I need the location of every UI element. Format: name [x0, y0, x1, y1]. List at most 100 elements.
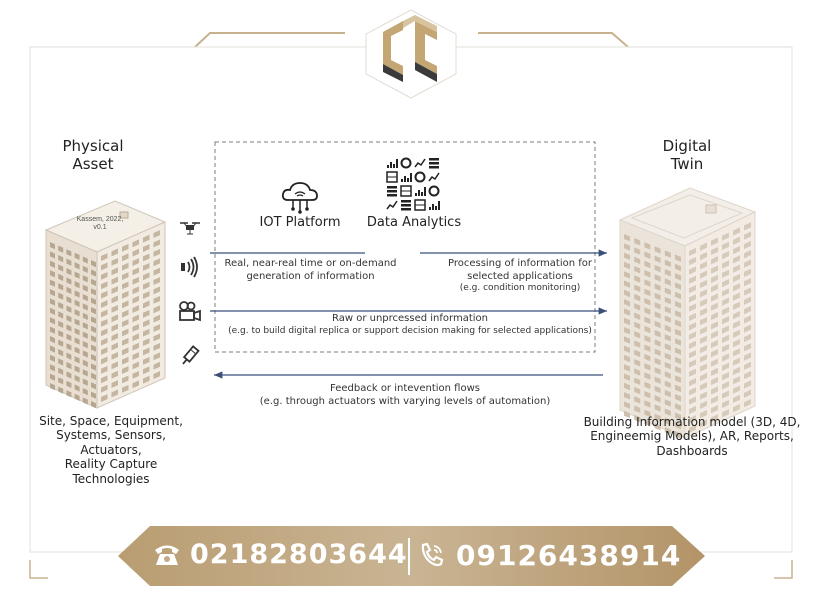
physical-asset-caption: Site, Space, Equipment, Systems, Sensors…: [39, 414, 183, 486]
camera-icon: [178, 300, 202, 327]
building-window: [644, 391, 651, 399]
building-window: [101, 337, 108, 346]
building-window: [654, 292, 661, 301]
building-window: [132, 352, 139, 360]
building-window: [50, 307, 55, 315]
building-window: [711, 404, 718, 414]
building-window: [153, 333, 160, 342]
building-window: [132, 239, 139, 248]
building-window: [722, 399, 729, 409]
building-window: [722, 353, 729, 362]
building-window: [700, 279, 707, 289]
building-window: [744, 315, 751, 324]
building-window: [654, 357, 661, 366]
building-window: [111, 389, 118, 398]
building-window: [675, 328, 681, 337]
building-window: [634, 331, 641, 339]
building-window: [132, 276, 139, 285]
building-window: [664, 315, 671, 323]
building-window: [66, 390, 72, 398]
building-window: [644, 353, 651, 362]
building-window: [744, 287, 751, 296]
building-window: [50, 326, 55, 334]
building-window: [101, 290, 108, 299]
building-window: [624, 336, 630, 344]
building-window: [744, 222, 751, 231]
building-window: [101, 356, 108, 365]
building-window: [122, 337, 129, 346]
building-window: [153, 239, 160, 248]
building-window: [664, 324, 671, 333]
building-window: [733, 357, 740, 366]
building-window: [722, 297, 729, 306]
building-window: [675, 375, 681, 383]
building-window: [122, 243, 129, 252]
building-window: [143, 300, 150, 309]
building-window: [74, 375, 80, 383]
building-window: [654, 302, 661, 310]
building-window: [91, 401, 96, 409]
phone-number-mobile[interactable]: 09126438914: [456, 539, 682, 572]
building-window: [132, 370, 139, 379]
building-window: [82, 369, 88, 377]
building-window: [644, 242, 651, 250]
signal-icon: [178, 256, 200, 283]
phone-icon: [152, 541, 182, 572]
building-window: [58, 311, 64, 319]
building-window: [664, 287, 671, 296]
phone-number-landline[interactable]: 02182803644: [190, 539, 408, 570]
building-window: [153, 342, 160, 351]
realtime-flow-label: Real, near-real time or on-demand genera…: [224, 258, 397, 282]
building-window: [624, 327, 630, 335]
building-window: [111, 304, 118, 313]
building-window: [82, 397, 88, 405]
building-window: [111, 342, 118, 351]
building-window: [143, 234, 150, 243]
building-window: [132, 342, 139, 351]
building-window: [744, 250, 751, 259]
building-window: [733, 245, 740, 255]
building-window: [711, 293, 718, 302]
building-window: [733, 255, 740, 264]
building-window: [689, 303, 696, 312]
building-window: [711, 256, 718, 265]
digital-twin-caption: Building Information model (3D, 4D, Engi…: [583, 415, 801, 458]
building-window: [50, 242, 55, 250]
building-window: [111, 380, 118, 388]
building-window: [634, 321, 641, 330]
building-window: [74, 290, 80, 298]
building-window: [74, 337, 80, 345]
building-window: [664, 417, 671, 426]
building-window: [689, 284, 696, 294]
building-window: [722, 232, 729, 241]
building-window: [675, 291, 681, 300]
building-window: [624, 401, 630, 409]
building-window: [644, 270, 651, 278]
building-window: [66, 258, 72, 266]
building-window: [50, 251, 55, 259]
building-window: [82, 303, 88, 311]
building-window: [634, 312, 641, 320]
building-window: [634, 377, 641, 386]
building-window: [82, 256, 88, 264]
building-window: [66, 380, 72, 388]
building-window: [122, 272, 129, 280]
building-window: [700, 307, 707, 316]
building-window: [132, 380, 139, 389]
building-window: [654, 246, 661, 254]
building-window: [744, 296, 751, 305]
building-window: [722, 241, 729, 250]
building-window: [143, 262, 150, 271]
building-window: [111, 286, 118, 294]
building-window: [733, 376, 740, 385]
building-window: [58, 255, 64, 263]
building-window: [722, 260, 729, 269]
feedback-flow-label: Feedback or intevention flows: [330, 383, 480, 394]
building-window: [101, 347, 108, 355]
building-window: [50, 345, 55, 353]
building-window: [744, 380, 751, 389]
building-window: [91, 288, 96, 296]
building-window: [744, 324, 751, 333]
building-window: [700, 335, 707, 344]
